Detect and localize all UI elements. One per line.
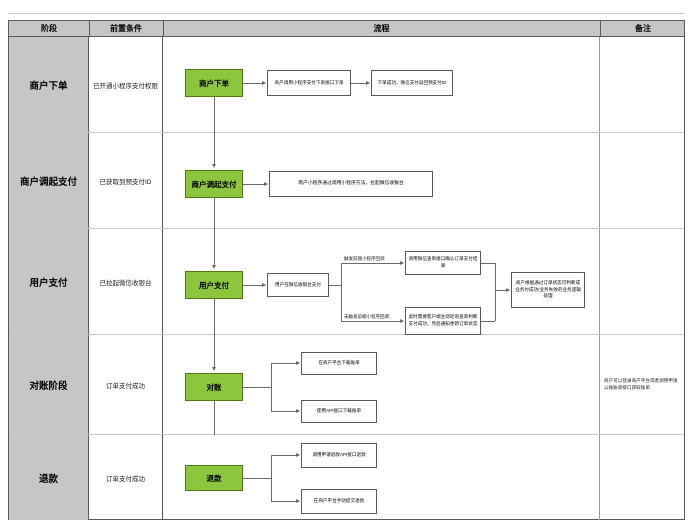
connector-merge-up [481, 263, 495, 264]
stage-cell: 对账阶段 [9, 335, 89, 434]
node-branch-refund-manual[interactable]: 在商户平台手动提交退款 [301, 489, 377, 514]
connector-merge-v [495, 263, 496, 321]
connector-branch-down-5 [271, 501, 299, 502]
connector-split-h [329, 285, 341, 286]
arrow-down-3 [211, 265, 216, 269]
arrow-2 [366, 80, 370, 85]
flow-cell: 对账 在商户平台下载账单 使用API接口下载账单 [163, 335, 600, 435]
arrow-branch-up [400, 260, 404, 265]
connector-down-4 [214, 401, 215, 435]
connector-1 [243, 83, 265, 84]
connector-3 [243, 184, 267, 185]
note-cell [600, 229, 686, 334]
node-branch-refund-api[interactable]: 调用申请退款API接口退款 [301, 443, 377, 468]
header-note: 备注 [635, 24, 651, 33]
note-cell [600, 435, 686, 520]
connector-merge-down [481, 321, 495, 322]
table-row-refund: 退款 订单支付成功 退款 调用申请退款API接口退款 在商户平台手动提交退款 [9, 435, 684, 520]
connector-down-2 [214, 198, 215, 229]
stage-cell: 用户支付 [9, 229, 89, 334]
node-start-invoke-payment[interactable]: 商户调起支付 [185, 170, 243, 198]
arrow-down-4 [211, 367, 216, 371]
arrow-merge [506, 287, 510, 292]
header-process: 流程 [373, 24, 390, 33]
arrow-down-2 [211, 164, 216, 168]
header-prerequisite: 前置条件 [110, 24, 142, 33]
table-row-invoke-payment: 商户调起支付 已获取到预支付ID 商户调起支付 商户小程序通过调用小程序方法，拉… [9, 133, 684, 229]
connector-down-3 [214, 299, 215, 335]
stage-cell: 商户调起支付 [9, 133, 89, 228]
prerequisite-cell: 订单支付成功 [89, 335, 163, 434]
flow-cell: 退款 调用申请退款API接口退款 在商户平台手动提交退款 [163, 435, 600, 520]
prerequisite-cell: 已开通小程序支付权限 [89, 37, 163, 132]
table-row-user-payment: 用户支付 已拉起微信收银台 用户支付 用户在微信收银台支付 触发前端小程序回调 … [9, 229, 684, 335]
node-step-invoke-cashier[interactable]: 商户小程序通过调用小程序方法，拉起微信收银台 [269, 171, 433, 197]
arrow-4 [262, 282, 266, 287]
connector-branch-up-5 [271, 455, 299, 456]
arrow-1 [262, 80, 266, 85]
header-sep-3 [600, 21, 601, 36]
node-merge-business-logic[interactable]: 商户根据通过订单状态可判断成业务付成功/业务失败的业务逻辑处理 [511, 272, 585, 308]
connector-branch-down [341, 321, 403, 322]
node-step-order-api[interactable]: 商户调用小程序支付下单接口下单 [267, 70, 351, 96]
flow-cell: 商户下单 商户调用小程序支付下单接口下单 下单成功，微信支付返回预支付ID [163, 37, 600, 133]
node-start-merchant-order[interactable]: 商户下单 [185, 69, 243, 97]
stage-cell: 退款 [9, 435, 89, 520]
node-start-reconciliation[interactable]: 对账 [185, 373, 243, 401]
node-start-refund[interactable]: 退款 [185, 465, 243, 491]
arrow-3 [264, 181, 268, 186]
header-stage: 阶段 [41, 24, 57, 33]
branch-label-callback-not-triggered: 未触发前端小程序回调 [344, 314, 389, 319]
connector-merge-out [495, 290, 509, 291]
node-branch-query-order[interactable]: 调用微信查单接口确认订单支付结果 [405, 251, 481, 275]
connector-2 [351, 83, 369, 84]
connector-in-3 [214, 229, 215, 267]
prerequisite-cell: 已获取到预支付ID [89, 133, 163, 228]
node-branch-poll-order[interactable]: 此时需要客户端主动轮询查单判断支付成功，然后通知更新订单状态 [405, 307, 481, 335]
flow-cell: 用户支付 用户在微信收银台支付 触发前端小程序回调 调用微信查单接口确认订单支付… [163, 229, 600, 335]
flow-cell: 商户调起支付 商户小程序通过调用小程序方法，拉起微信收银台 [163, 133, 600, 229]
node-branch-download-api[interactable]: 使用API接口下载账单 [301, 400, 377, 423]
stage-cell: 商户下单 [9, 37, 89, 132]
arrow-branch-down-5 [296, 498, 300, 503]
note-cell [600, 133, 686, 228]
table-row-reconciliation: 对账阶段 订单支付成功 对账 在商户平台下载账单 使用API接口下载账单 商户可… [9, 335, 684, 435]
process-table: 阶段 前置条件 流程 备注 商户下单 已开通小程序支付权限 商户下单 商户调用小… [8, 20, 685, 520]
node-start-user-payment[interactable]: 用户支付 [185, 271, 243, 299]
connector-in-4 [214, 335, 215, 369]
connector-6 [243, 478, 271, 479]
connector-4 [243, 285, 265, 286]
arrow-branch-down [400, 318, 404, 323]
connector-in-2 [214, 133, 215, 166]
note-cell: 商户可以登录商户平台或者调用申请公账账单接口获取账单 [604, 377, 678, 390]
connector-5 [243, 387, 271, 388]
branch-label-callback-triggered: 触发前端小程序回调 [344, 256, 385, 261]
note-cell [600, 37, 686, 132]
prerequisite-cell: 已拉起微信收银台 [89, 229, 163, 334]
connector-branch-up-4 [271, 363, 299, 364]
header-sep-1 [89, 21, 90, 36]
header-sep-2 [163, 21, 164, 36]
prerequisite-cell: 订单支付成功 [89, 435, 163, 520]
node-step-pay-at-cashier[interactable]: 用户在微信收银台支付 [267, 273, 329, 297]
arrow-branch-up-5 [296, 452, 300, 457]
connector-branch-up [341, 263, 403, 264]
top-divider [8, 13, 685, 14]
connector-split-v-5 [271, 455, 272, 501]
connector-split-v-4 [271, 363, 272, 411]
connector-split-v [341, 263, 342, 321]
arrow-branch-down-4 [296, 408, 300, 413]
connector-down-1 [214, 97, 215, 133]
node-step-prepay-id[interactable]: 下单成功，微信支付返回预支付ID [371, 70, 453, 96]
connector-branch-down-4 [271, 411, 299, 412]
table-header-row: 阶段 前置条件 流程 备注 [9, 21, 684, 37]
arrow-branch-up-4 [296, 360, 300, 365]
table-row-merchant-order: 商户下单 已开通小程序支付权限 商户下单 商户调用小程序支付下单接口下单 下单成… [9, 37, 684, 133]
node-branch-download-platform[interactable]: 在商户平台下载账单 [301, 352, 377, 375]
